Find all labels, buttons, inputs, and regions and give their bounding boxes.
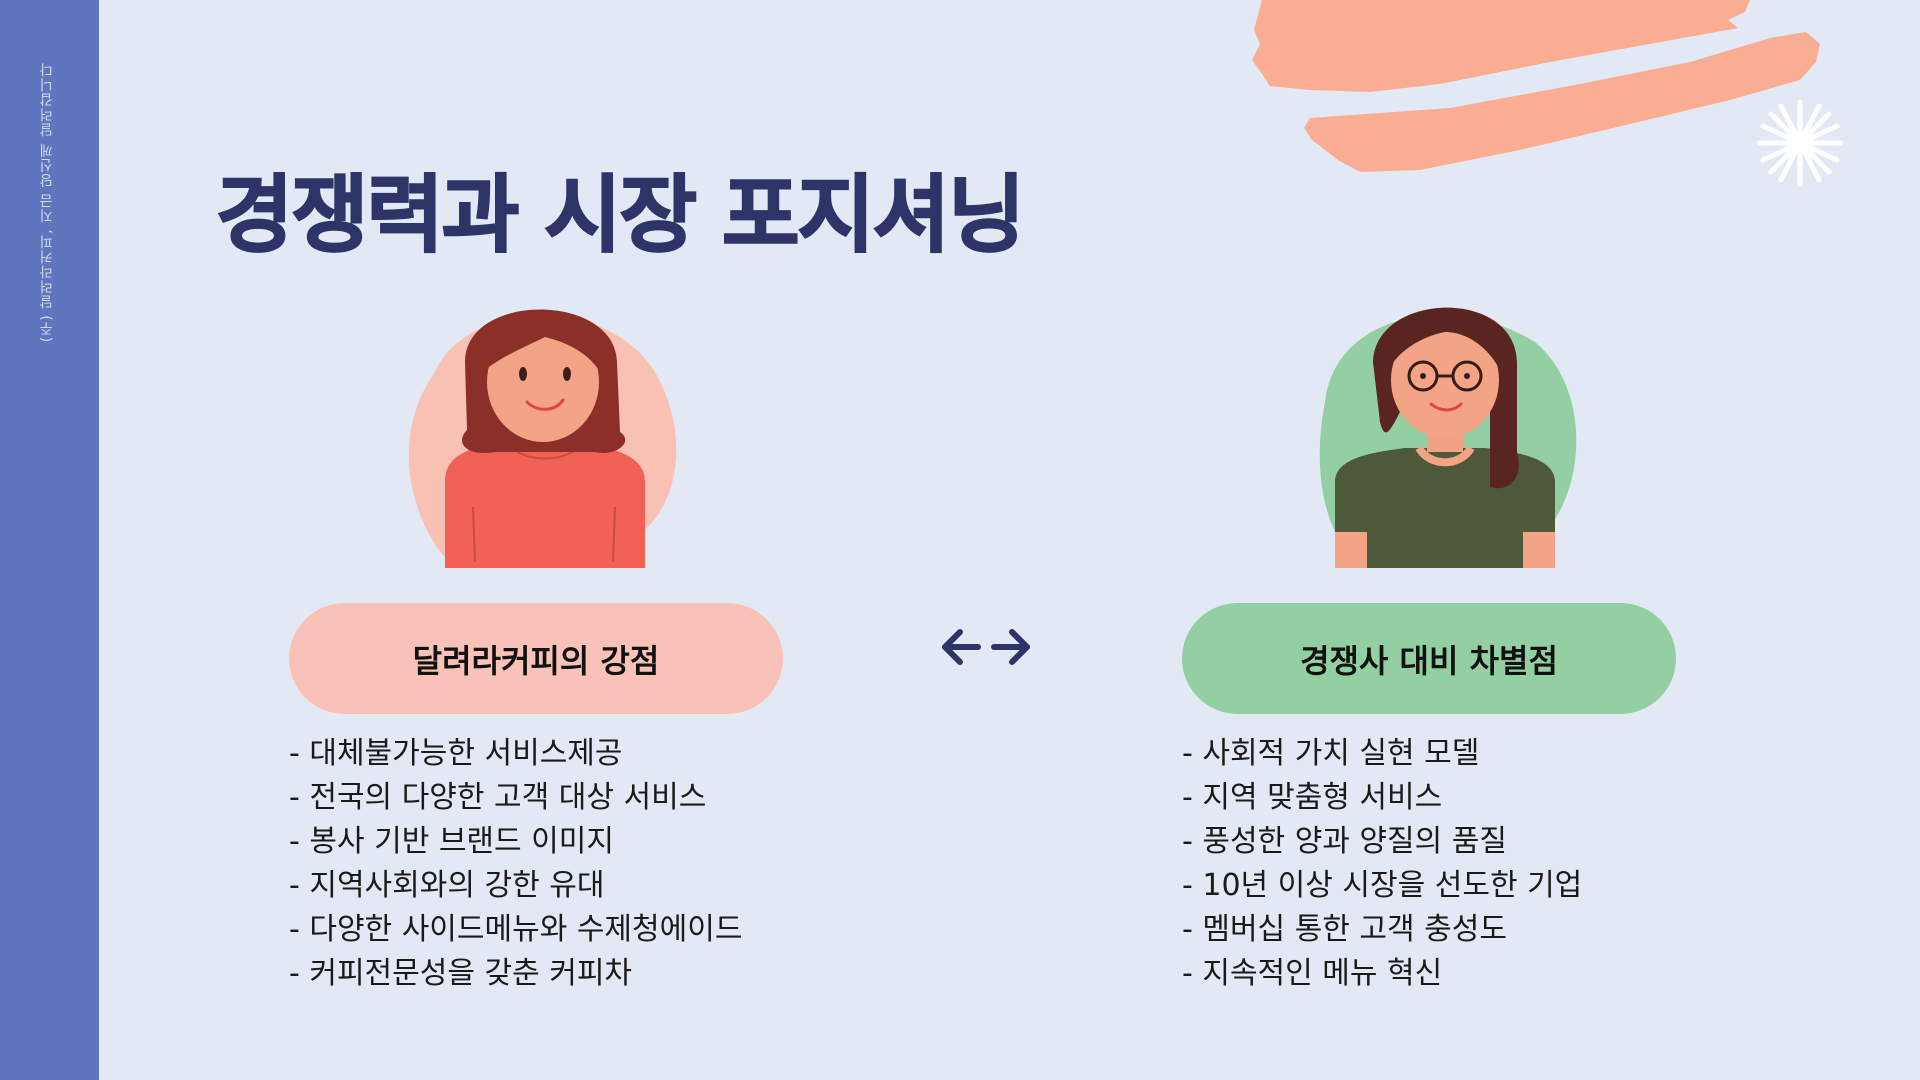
list-item: - 다양한 사이드메뉴와 수제청에이드 [289, 912, 743, 947]
strengths-heading: 달려라커피의 강점 [412, 641, 660, 680]
list-item: - 풍성한 양과 양질의 품질 [1182, 824, 1507, 859]
list-item: - 10년 이상 시장을 선도한 기업 [1182, 868, 1583, 903]
sparkle-icon [1756, 99, 1844, 187]
list-item: - 봉사 기반 브랜드 이미지 [289, 824, 614, 859]
list-item: - 커피전문성을 갖춘 커피차 [289, 956, 633, 991]
page-title: 경쟁력과 시장 포지셔닝 [215, 165, 1026, 265]
list-item: - 대체불가능한 서비스제공 [289, 736, 623, 771]
sidebar: (주) 달려라커피, 지금 당신께 달려갑니다 [0, 0, 99, 1080]
differentiators-list: - 사회적 가치 실현 모델 - 지역 맞춤형 서비스 - 풍성한 양과 양질의… [1182, 732, 1582, 996]
avatar-woman-red [408, 309, 677, 568]
list-item: - 지속적인 메뉴 혁신 [1182, 956, 1443, 991]
list-item: - 멤버십 통한 고객 충성도 [1182, 912, 1507, 947]
differentiators-heading: 경쟁사 대비 차별점 [1300, 641, 1558, 680]
left-right-arrows-icon [942, 629, 1030, 665]
differentiators-heading-pill: 경쟁사 대비 차별점 [1182, 603, 1676, 714]
strengths-list: - 대체불가능한 서비스제공 - 전국의 다양한 고객 대상 서비스 - 봉사 … [289, 732, 742, 996]
list-item: - 지역 맞춤형 서비스 [1182, 780, 1443, 815]
list-item: - 지역사회와의 강한 유대 [289, 868, 605, 903]
sidebar-caption: (주) 달려라커피, 지금 당신께 달려갑니다 [39, 62, 55, 343]
list-item: - 사회적 가치 실현 모델 [1182, 736, 1480, 771]
avatar-woman-glasses [1319, 307, 1577, 568]
list-item: - 전국의 다양한 고객 대상 서비스 [289, 780, 707, 815]
brush-stroke-decoration [1252, 0, 1820, 172]
strengths-heading-pill: 달려라커피의 강점 [289, 603, 783, 714]
